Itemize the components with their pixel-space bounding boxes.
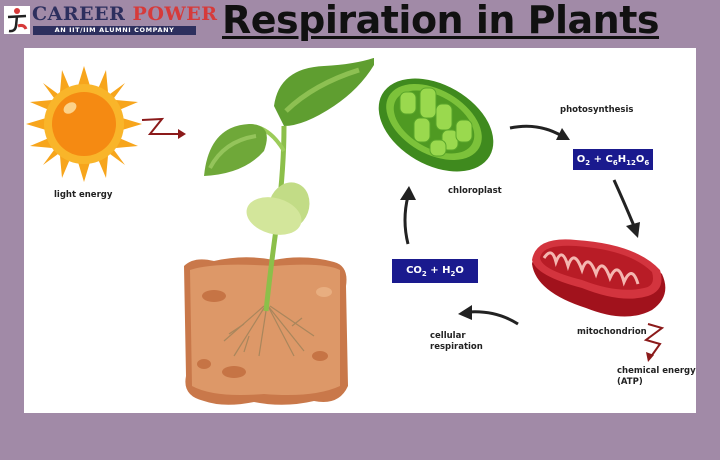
cellular-respiration-line1: cellular [430, 331, 466, 341]
page-title: Respiration in Plants [222, 0, 660, 42]
formula-subscript: 2 [450, 270, 456, 278]
seedling-icon [184, 57, 374, 405]
logo-wordmark: CAREER POWER [32, 3, 218, 25]
formula-subscript: 2 [421, 270, 427, 278]
cellular-respiration-label: cellular respiration [430, 331, 483, 353]
chloroplast-icon [378, 78, 494, 172]
cellular-respiration-line2: respiration [430, 342, 483, 352]
formula-subscript: 6 [644, 159, 650, 167]
formula-part: + C [590, 154, 613, 165]
light-energy-label: light energy [54, 190, 113, 200]
chemical-energy-label: chemical energy (ATP) [617, 366, 696, 388]
photosynthesis-arrow-icon [509, 124, 570, 140]
products-formula-box: O2 + C6H12O6 [573, 149, 653, 170]
formula-part: O [635, 154, 645, 165]
formula-part: O [455, 265, 464, 276]
formula-subscript: 6 [612, 159, 618, 167]
light-energy-arrow-icon [141, 117, 186, 139]
formula-part: + H [426, 265, 451, 276]
cellular-respiration-arrow-icon [458, 305, 519, 326]
formula-part: CO [406, 265, 422, 276]
logo-career-text: CAREER [32, 3, 126, 25]
photosynthesis-label: photosynthesis [560, 105, 634, 115]
career-power-logo: CAREER POWER AN IIT/IIM ALUMNI COMPANY [2, 2, 217, 38]
formula-subscript: 2 [585, 159, 591, 167]
diagram-panel: light energy [24, 48, 696, 413]
mitochondrion-label: mitochondrion [577, 327, 647, 337]
down-arrow-icon [612, 179, 640, 238]
logo-tagline: AN IIT/IIM ALUMNI COMPANY [33, 26, 196, 35]
chemical-energy-arrow-icon [643, 323, 665, 362]
mitochondrion-icon [532, 239, 666, 317]
sun-icon [26, 66, 142, 182]
chloroplast-label: chloroplast [448, 186, 502, 196]
formula-part: O [576, 154, 586, 165]
formula-part: H [617, 154, 627, 165]
formula-subscript: 12 [626, 159, 636, 167]
chemical-energy-line1: chemical energy [617, 366, 696, 376]
chemical-energy-line2: (ATP) [617, 377, 643, 387]
reactants-formula-box: CO2 + H2O [392, 259, 478, 283]
up-arrow-icon [400, 186, 416, 245]
running-person-logo-icon [4, 6, 30, 34]
logo-power-text: POWER [132, 3, 218, 25]
